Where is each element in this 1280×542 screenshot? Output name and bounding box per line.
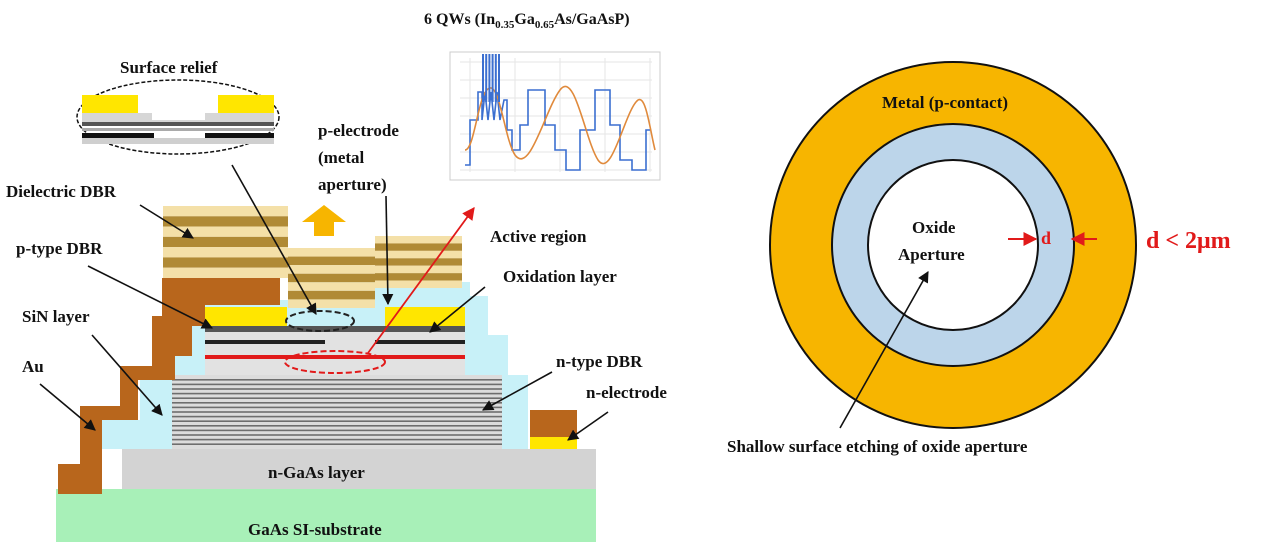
quantum-well-bar	[498, 54, 500, 102]
dielectric-dbr-layer	[375, 258, 462, 266]
pointer-arrows	[39, 164, 609, 441]
n-dbr-stripe	[172, 388, 502, 390]
label-d-condition: d < 2μm	[1146, 228, 1231, 254]
n-dbr-stripe	[172, 392, 502, 395]
arrow-active-region	[367, 206, 475, 354]
arrow-p-electrode	[382, 195, 394, 306]
n-dbr-stripe	[172, 379, 502, 381]
arrow-surface-relief	[231, 164, 317, 315]
dielectric-dbr-layer	[163, 236, 288, 248]
dielectric-dbr	[163, 206, 462, 308]
oxidation-layer-right	[375, 340, 465, 344]
label-p-electrode-1: p-electrode	[318, 121, 399, 140]
dielectric-dbr-layer	[375, 250, 462, 259]
quantum-well-bar	[485, 54, 488, 102]
arrow-n-type-dbr	[482, 371, 553, 411]
label-n-electrode: n-electrode	[586, 383, 667, 402]
dielectric-dbr-layer	[375, 265, 462, 274]
n-dbr-stripe	[172, 402, 502, 404]
label-dielectric-dbr: Dielectric DBR	[6, 182, 117, 201]
arrow-dielectric-dbr	[139, 204, 194, 239]
label-oxide: Oxide	[912, 218, 956, 237]
label-au: Au	[22, 357, 44, 376]
quantum-well-bar	[482, 54, 484, 102]
dielectric-dbr-layer	[288, 290, 375, 300]
label-p-electrode-3: aperture)	[318, 175, 387, 194]
quantum-wells	[482, 54, 500, 102]
label-oxidation-layer: Oxidation layer	[503, 267, 617, 286]
dielectric-dbr-layer	[163, 226, 288, 237]
au-contact	[58, 278, 280, 494]
dielectric-dbr-layer	[375, 236, 462, 244]
quantum-well-bar	[494, 54, 497, 102]
dielectric-dbr-layer	[163, 257, 288, 268]
arrow-etching	[839, 271, 929, 429]
p-electrode-right	[385, 307, 465, 326]
label-d: d	[1041, 228, 1051, 248]
aperture-dashed-ellipse	[285, 310, 355, 332]
oxide-aperture	[867, 159, 1039, 331]
label-active-region: Active region	[490, 227, 587, 246]
inset-title: 6 QWs (In0.35Ga0.65As/GaAsP)	[424, 11, 630, 31]
label-gaas-substrate: GaAs SI-substrate	[248, 520, 382, 539]
arrow-sin-layer	[91, 334, 163, 416]
active-layer	[205, 355, 465, 359]
cross-section-diagram	[56, 79, 596, 542]
dielectric-dbr-layer	[288, 256, 375, 266]
dielectric-dbr-layer	[163, 216, 288, 227]
dielectric-dbr-layer	[375, 273, 462, 281]
emission-arrow	[302, 205, 346, 236]
surface-relief-inset	[76, 79, 280, 155]
arrow-oxidation-layer	[429, 286, 486, 333]
quantum-well-bar	[491, 54, 494, 102]
n-dbr-stripe	[172, 383, 502, 386]
n-dbr-stripe	[172, 434, 502, 436]
dielectric-dbr-layer	[288, 299, 375, 308]
arrow-n-electrode	[567, 411, 609, 441]
n-gaas-layer	[122, 449, 596, 489]
arrow-au	[39, 383, 96, 431]
n-dbr-stripe	[172, 397, 502, 399]
quantum-well-bar	[488, 54, 491, 102]
label-aperture: Aperture	[898, 245, 965, 264]
active-dashed-ellipse	[284, 350, 386, 374]
label-shallow-etching: Shallow surface etching of oxide apertur…	[727, 437, 1028, 456]
label-p-electrode-2: (metal	[318, 148, 365, 167]
n-dbr-stripe	[172, 429, 502, 432]
label-p-type-dbr: p-type DBR	[16, 239, 103, 258]
n-dbr-stripe	[172, 425, 502, 427]
qw-inset-plot	[449, 51, 661, 181]
arrow-p-type-dbr	[87, 265, 214, 329]
dielectric-dbr-layer	[163, 247, 288, 258]
n-dbr-stripe	[172, 420, 502, 422]
p-electrode-left	[205, 307, 287, 326]
label-sin-layer: SiN layer	[22, 307, 90, 326]
dielectric-dbr-layer	[288, 248, 375, 257]
dielectric-dbr-layer	[163, 267, 288, 278]
dielectric-dbr-layer	[288, 273, 375, 283]
label-n-type-dbr: n-type DBR	[556, 352, 643, 371]
label-n-gaas-layer: n-GaAs layer	[268, 463, 365, 482]
n-dbr-stripe	[172, 443, 502, 445]
label-surface-relief: Surface relief	[120, 58, 218, 77]
dielectric-dbr-layer	[288, 282, 375, 291]
n-dbr-stripes	[172, 379, 502, 445]
n-electrode-metal	[530, 437, 577, 449]
gaas-substrate	[56, 489, 596, 542]
label-metal-p-contact: Metal (p-contact)	[882, 93, 1008, 112]
n-dbr-stripe	[172, 411, 502, 413]
dielectric-dbr-layer	[375, 243, 462, 251]
dielectric-dbr-layer	[163, 206, 288, 217]
dielectric-dbr-layer	[288, 265, 375, 274]
aperture-top-view: Metal (p-contact) Oxide Aperture d d < 2…	[727, 61, 1231, 456]
n-dbr-stripe	[172, 438, 502, 441]
n-dbr-stripe	[172, 415, 502, 418]
oxidation-layer-left	[205, 340, 325, 344]
n-electrode-au	[530, 410, 577, 437]
n-dbr-stripe	[172, 406, 502, 409]
